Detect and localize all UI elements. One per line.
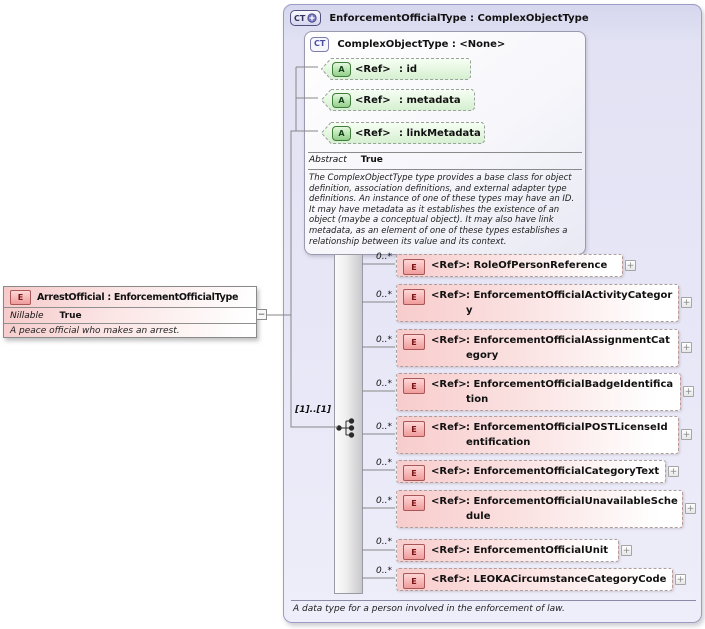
attribute-icon: A [332, 61, 351, 77]
base-type-title: ComplexObjectType : <None> [337, 39, 506, 50]
ref-label: <Ref> [355, 94, 391, 106]
nillable-label: Nillable [10, 310, 44, 321]
element-name: : EnforcementOfficialCategoryText [466, 466, 660, 477]
attribute-box[interactable]: A <Ref> : metadata [320, 89, 475, 111]
expand-button[interactable]: + [681, 429, 692, 440]
cardinality-label: 0..* [376, 379, 392, 389]
element-name: : EnforcementOfficialAssignmentCategory [466, 335, 670, 361]
expand-button[interactable]: + [625, 260, 636, 271]
divider [308, 152, 582, 153]
element-icon: E [10, 289, 31, 305]
ref-label: <Ref> [355, 63, 391, 75]
element-box[interactable]: E <Ref> : EnforcementOfficialUnit [396, 539, 619, 562]
ref-label: <Ref> [431, 379, 467, 390]
expand-button[interactable]: + [681, 342, 692, 353]
sequence-cardinality: [1]..[1] [295, 405, 331, 415]
footer-divider [291, 600, 696, 601]
attribute-icon: A [332, 92, 351, 108]
complex-type-plus-icon: CT [290, 10, 322, 26]
abstract-row: Abstract True [309, 155, 383, 165]
attribute-name: : metadata [399, 94, 461, 106]
element-box[interactable]: E <Ref> : EnforcementOfficialActivityCat… [396, 284, 679, 322]
element-name: : EnforcementOfficialBadgeIdentification [466, 379, 674, 405]
element-icon: E [403, 495, 425, 511]
nillable-row: Nillable True [4, 307, 256, 324]
attribute-icon: A [332, 125, 351, 141]
element-box[interactable]: E <Ref> : EnforcementOfficialAssignmentC… [396, 329, 679, 367]
complex-object-type-box[interactable]: CT ComplexObjectType : <None> A <Ref> : … [304, 31, 586, 255]
element-name: : EnforcementOfficialActivityCategory [466, 290, 673, 316]
cardinality-label: 0..* [376, 496, 392, 506]
element-icon: E [403, 465, 425, 481]
attribute-name: : id [399, 63, 418, 75]
element-box[interactable]: E <Ref> : EnforcementOfficialCategoryTex… [396, 460, 666, 483]
element-icon: E [403, 573, 425, 589]
attribute-box[interactable]: A <Ref> : linkMetadata [320, 122, 485, 144]
type-title: EnforcementOfficialType : ComplexObjectT… [329, 12, 589, 24]
ref-label: <Ref> [431, 290, 467, 301]
arrest-official-header: E ArrestOfficial : EnforcementOfficialTy… [4, 287, 256, 307]
complex-type-icon: CT [310, 37, 330, 52]
cardinality-label: 0..* [376, 537, 392, 547]
expand-button[interactable]: + [683, 386, 694, 397]
cardinality-label: 0..* [376, 422, 392, 432]
element-box[interactable]: E <Ref> : RoleOfPersonReference [396, 254, 623, 277]
ref-label: <Ref> [431, 466, 467, 477]
abstract-value: True [360, 155, 383, 165]
enforcement-official-type-box[interactable]: CT EnforcementOfficialType : ComplexObje… [283, 4, 702, 623]
arrest-official-description: A peace official who makes an arrest. [10, 326, 180, 336]
element-icon: E [403, 421, 425, 437]
sequence-icon [336, 418, 355, 438]
ref-label: <Ref> [431, 545, 467, 556]
nillable-value: True [59, 310, 82, 321]
base-type-header: CT ComplexObjectType : <None> [310, 37, 505, 52]
plus-circle-icon [307, 13, 317, 23]
abstract-label: Abstract [309, 155, 347, 165]
element-box[interactable]: E <Ref> : LEOKACircumstanceCategoryCode [396, 568, 673, 591]
ref-label: <Ref> [431, 574, 467, 585]
cardinality-label: 0..* [376, 566, 392, 576]
element-icon: E [403, 378, 425, 394]
arrest-official-element-box[interactable]: E ArrestOfficial : EnforcementOfficialTy… [3, 286, 257, 338]
divider [308, 169, 582, 170]
element-icon: E [403, 544, 425, 560]
ct-icon-label: CT [294, 13, 306, 23]
expand-button[interactable]: + [681, 297, 692, 308]
element-name: : EnforcementOfficialPOSTLicenseIdentifi… [466, 422, 668, 448]
element-icon: E [403, 289, 425, 305]
ref-label: <Ref> [431, 260, 467, 271]
element-icon: E [403, 259, 425, 275]
collapse-toggle-button[interactable]: − [256, 309, 267, 320]
type-header: CT EnforcementOfficialType : ComplexObje… [290, 10, 589, 26]
cardinality-label: 0..* [376, 458, 392, 468]
element-name: : EnforcementOfficialUnit [466, 545, 609, 556]
ref-label: <Ref> [355, 127, 391, 139]
arrest-official-title: ArrestOfficial : EnforcementOfficialType [37, 291, 239, 303]
cardinality-label: 0..* [376, 335, 392, 345]
cardinality-label: 0..* [376, 290, 392, 300]
element-box[interactable]: E <Ref> : EnforcementOfficialPOSTLicense… [396, 416, 679, 454]
attribute-box[interactable]: A <Ref> : id [320, 58, 471, 80]
element-icon: E [403, 334, 425, 350]
type-description: A data type for a person involved in the… [293, 604, 565, 614]
expand-button[interactable]: + [675, 574, 686, 585]
ref-label: <Ref> [431, 422, 467, 433]
expand-button[interactable]: + [668, 466, 679, 477]
element-box[interactable]: E <Ref> : EnforcementOfficialBadgeIdenti… [396, 373, 681, 411]
element-name: : RoleOfPersonReference [466, 260, 608, 271]
element-box[interactable]: E <Ref> : EnforcementOfficialUnavailable… [396, 490, 683, 528]
element-name: : EnforcementOfficialUnavailableSchedule [466, 496, 678, 522]
cardinality-label: 0..* [376, 252, 392, 262]
base-type-description: The ComplexObjectType type provides a ba… [309, 173, 575, 247]
attribute-name: : linkMetadata [399, 127, 481, 139]
ref-label: <Ref> [431, 335, 467, 346]
element-name: : LEOKACircumstanceCategoryCode [466, 574, 667, 585]
expand-button[interactable]: + [685, 503, 696, 514]
ref-label: <Ref> [431, 496, 467, 507]
expand-button[interactable]: + [621, 545, 632, 556]
